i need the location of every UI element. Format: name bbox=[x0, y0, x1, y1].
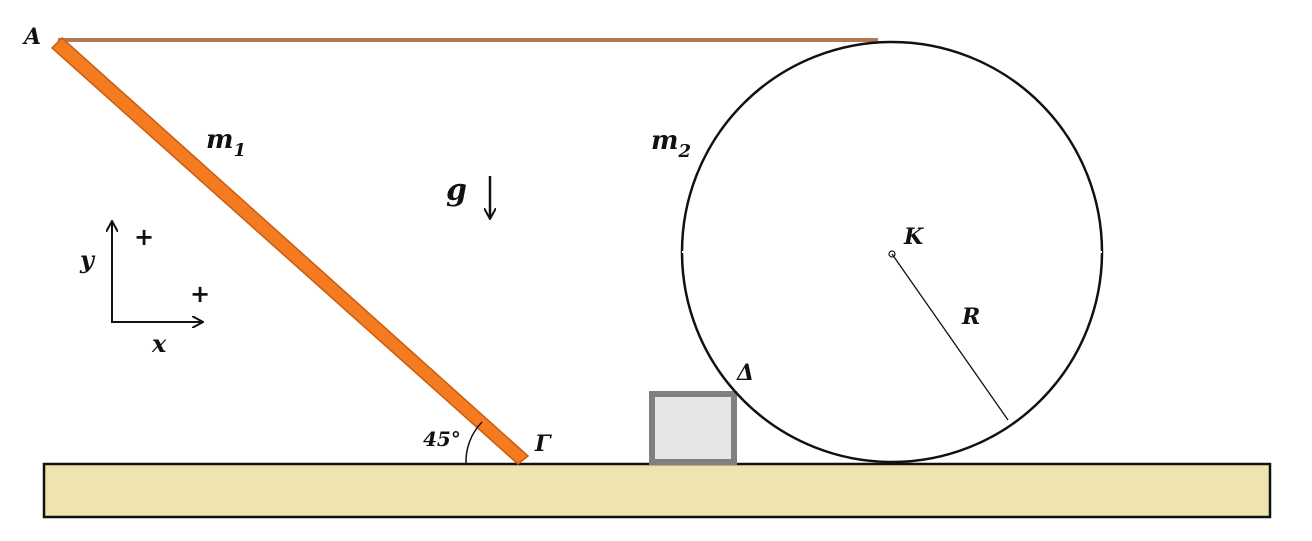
block bbox=[649, 391, 737, 465]
mass-1-subscript: 1 bbox=[234, 140, 247, 161]
radius-label: R bbox=[961, 304, 980, 330]
mass-1-symbol: m bbox=[206, 125, 234, 155]
angle-arc bbox=[465, 421, 483, 465]
rod bbox=[50, 36, 530, 465]
x-axis-label: x bbox=[151, 329, 167, 358]
y-axis-plus-sign: + bbox=[134, 223, 154, 251]
mass-2-symbol: m bbox=[651, 126, 679, 156]
center-point-k bbox=[888, 250, 896, 258]
center-k-label: K bbox=[903, 224, 924, 250]
mass-1-label: m1 bbox=[206, 125, 246, 161]
ground-floor bbox=[42, 462, 1272, 519]
angle-label: 45° bbox=[423, 427, 461, 451]
gravity-label: g bbox=[446, 173, 467, 208]
mass-2-label: m2 bbox=[651, 126, 691, 162]
cylinder bbox=[680, 40, 1104, 464]
radius-line bbox=[891, 253, 1009, 421]
point-delta-label: Δ bbox=[736, 360, 754, 386]
point-gamma-label: Γ bbox=[534, 431, 552, 457]
point-a-label: A bbox=[22, 24, 41, 50]
mass-2-subscript: 2 bbox=[678, 141, 692, 162]
y-axis-label: y bbox=[79, 245, 96, 274]
x-axis-plus-sign: + bbox=[190, 280, 210, 308]
